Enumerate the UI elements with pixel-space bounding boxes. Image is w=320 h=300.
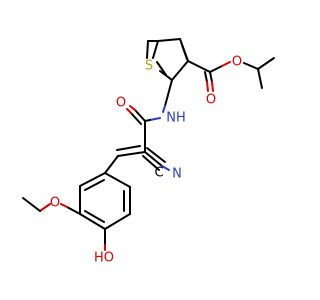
ester-carbonyl-oxygen-label: O [206,93,216,108]
amide-oxygen-label: O [116,96,126,111]
amide-nh-label: NH [166,111,186,126]
ethoxy-oxygen-label: O [50,196,60,211]
phenol-ring [79,172,131,230]
amide-linker [126,79,173,125]
atom-labels: S O O O NH N O HO [50,55,242,266]
svg-text:C: C [154,166,163,181]
sulfur-atom-label: S [145,59,153,74]
ester-oxygen-label: O [232,55,242,70]
cyano-vinyl-group [104,120,170,174]
hydroxyl-label: HO [94,251,114,266]
molecule-structure: S O O O NH N O HO C [22,38,275,266]
thiophene-ring [146,38,189,81]
nitrile-carbon-label: C [154,166,163,181]
ethoxy-group [22,197,81,215]
isopropyl-ester-group [187,57,275,92]
nitrile-nitrogen-label: N [172,167,182,182]
